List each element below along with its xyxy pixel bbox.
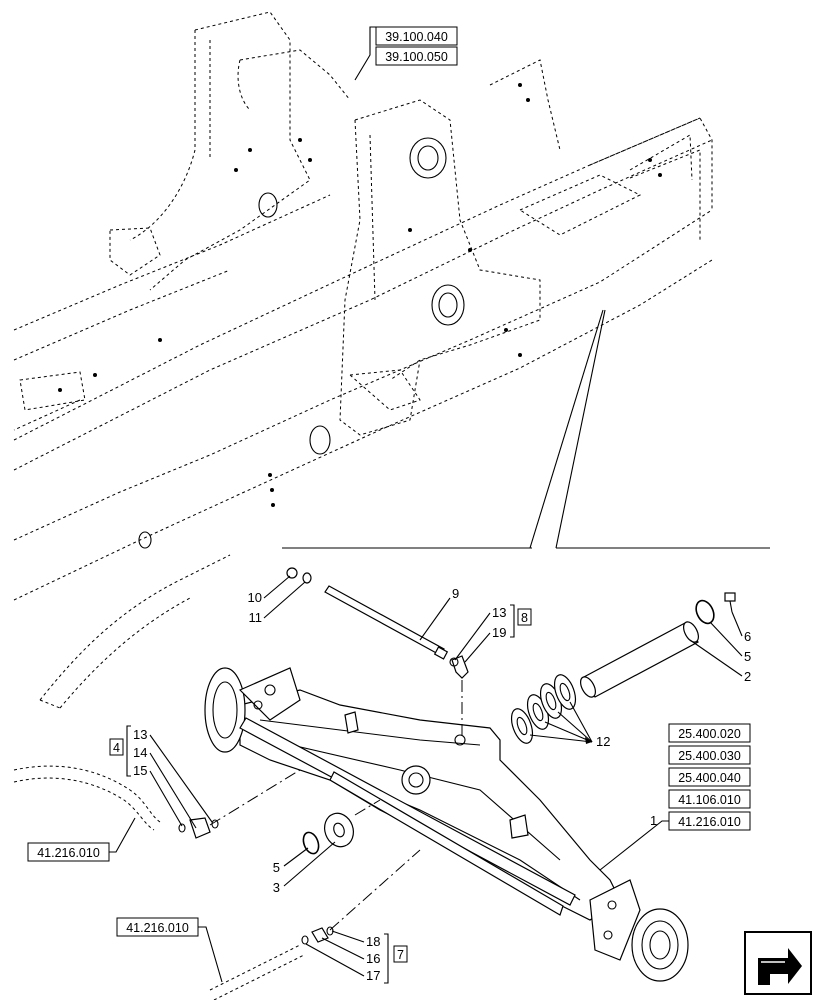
svg-text:25.400.020: 25.400.020 [678, 727, 741, 741]
elbow-fitting [449, 655, 469, 740]
group-box-8[interactable]: 8 [517, 608, 532, 626]
group-box-4[interactable]: 4 [109, 738, 124, 756]
lube-rod [286, 567, 449, 660]
chassis-frame [13, 11, 713, 709]
callout-12: 12 [596, 734, 610, 749]
callout-3: 3 [273, 880, 280, 895]
callouts: 10 11 9 13 19 6 5 2 12 13 14 15 5 3 1 18 [133, 575, 751, 983]
ref-box-axle-5[interactable]: 41.216.010 [668, 811, 751, 831]
callout-16: 16 [366, 951, 380, 966]
svg-text:25.400.030: 25.400.030 [678, 749, 741, 763]
ref-box-axle-3[interactable]: 25.400.040 [668, 767, 751, 787]
rear-axle-assembly [204, 667, 689, 982]
callout-13-top: 13 [492, 605, 506, 620]
callout-10: 10 [248, 590, 262, 605]
bolt-6 [724, 592, 736, 613]
callout-18: 18 [366, 934, 380, 949]
svg-text:41.216.010: 41.216.010 [37, 846, 100, 860]
svg-text:25.400.040: 25.400.040 [678, 771, 741, 785]
ref-box-frame-2[interactable]: 39.100.050 [375, 46, 458, 66]
ref-box-hose-left[interactable]: 41.216.010 [27, 842, 110, 862]
svg-text:39.100.040: 39.100.040 [385, 30, 448, 44]
callout-5-right: 5 [744, 649, 751, 664]
left-hose-fittings [178, 769, 301, 839]
snap-ring-right [695, 599, 715, 625]
callout-13-left: 13 [133, 727, 147, 742]
svg-text:7: 7 [397, 948, 404, 962]
pivot-pin [580, 621, 699, 698]
ref-box-axle-2[interactable]: 25.400.030 [668, 745, 751, 765]
thrust-washers [510, 674, 577, 744]
bottom-hose-fittings [301, 849, 421, 945]
callout-5-left: 5 [273, 860, 280, 875]
svg-text:41.216.010: 41.216.010 [126, 921, 189, 935]
callout-6: 6 [744, 629, 751, 644]
callout-9: 9 [452, 586, 459, 601]
callout-17: 17 [366, 968, 380, 983]
navigate-arrow-icon[interactable] [744, 931, 812, 995]
washer-and-ring-left [302, 812, 354, 855]
ref-box-frame-1[interactable]: 39.100.040 [375, 26, 458, 46]
ref-box-hose-bottom[interactable]: 41.216.010 [116, 917, 199, 937]
svg-text:4: 4 [113, 741, 120, 755]
svg-text:41.216.010: 41.216.010 [678, 815, 741, 829]
ref-box-axle-4[interactable]: 41.106.010 [668, 789, 751, 809]
bottom-hose [209, 944, 301, 991]
group-box-7[interactable]: 7 [393, 945, 408, 963]
left-hose [13, 765, 161, 823]
svg-text:39.100.050: 39.100.050 [385, 50, 448, 64]
callout-15: 15 [133, 763, 147, 778]
callout-19: 19 [492, 625, 506, 640]
callout-1: 1 [650, 813, 657, 828]
svg-text:41.106.010: 41.106.010 [678, 793, 741, 807]
callout-11: 11 [249, 610, 263, 625]
svg-text:8: 8 [521, 611, 528, 625]
callout-14: 14 [133, 745, 147, 760]
callout-2: 2 [744, 669, 751, 684]
detail-leaders [282, 309, 770, 549]
ref-box-axle-1[interactable]: 25.400.020 [668, 723, 751, 743]
